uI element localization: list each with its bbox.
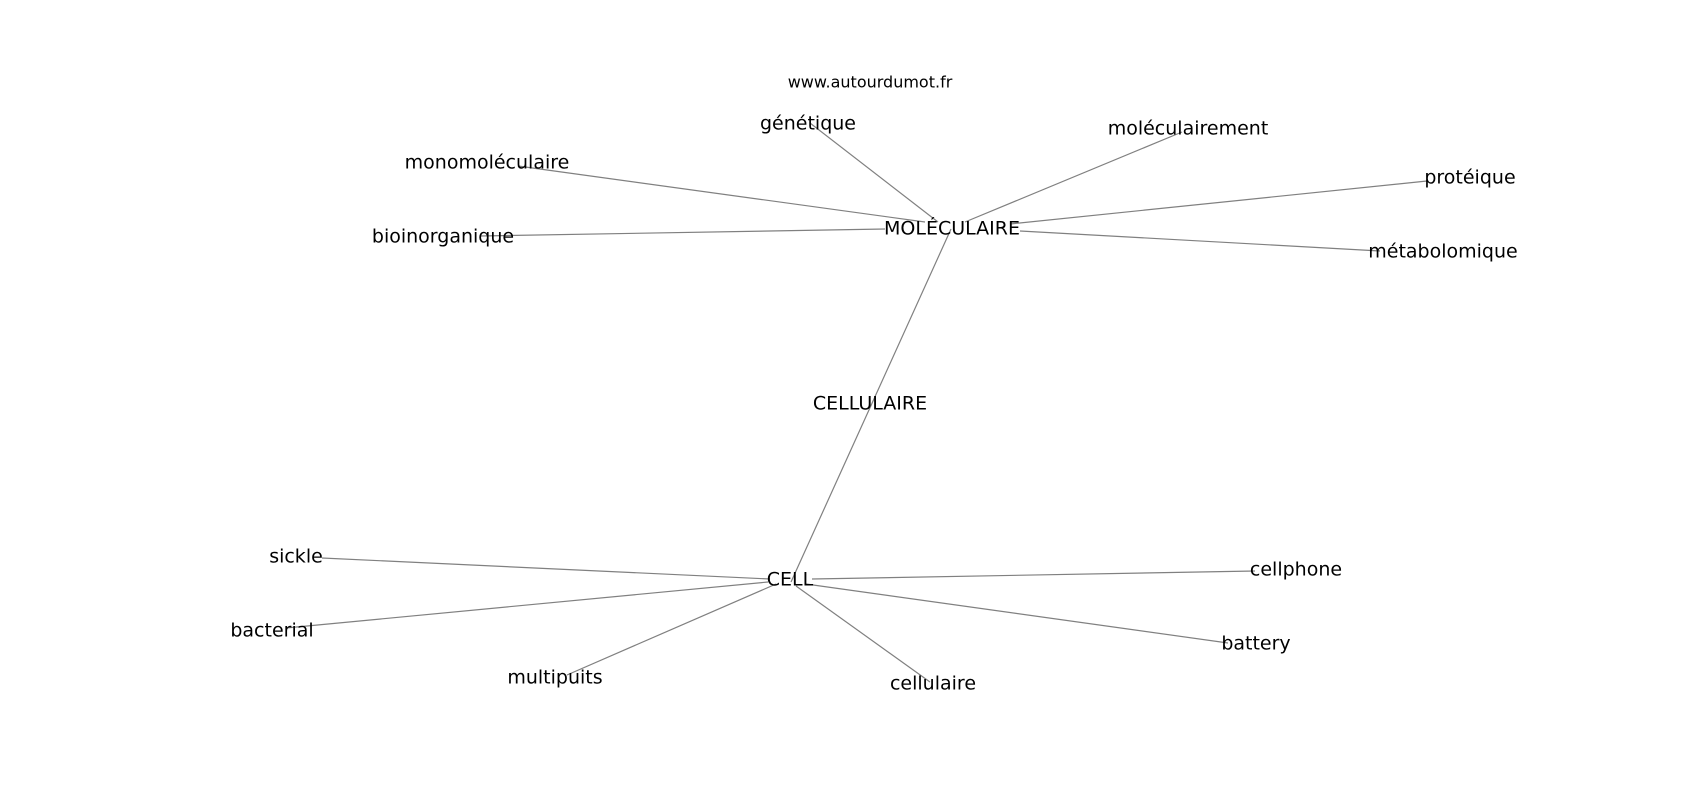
node-bacterial: bacterial — [230, 620, 313, 642]
edge-moleculaire-proteique — [1009, 180, 1428, 225]
edge-cell-cellulaire — [795, 585, 931, 683]
edge-moleculaire-metabolomique — [1019, 230, 1381, 252]
edge-cell-sickle — [321, 557, 771, 580]
node-multipuits: multipuits — [507, 667, 602, 689]
edge-moleculaire-bioinorganique — [479, 228, 886, 237]
node-cellulaire: cellulaire — [890, 673, 976, 695]
edge-cell-cellphone — [811, 570, 1256, 580]
node-moleculairement: moléculairement — [1108, 118, 1269, 140]
node-battery: battery — [1221, 633, 1290, 655]
watermark-text: www.autourdumot.fr — [788, 73, 953, 92]
edge-moleculaire-moleculairement — [964, 131, 1183, 223]
node-sickle: sickle — [269, 546, 323, 568]
node-moleculaire: MOLÉCULAIRE — [884, 217, 1020, 240]
edge-moleculaire-monomoleculaire — [517, 165, 926, 223]
edges — [285, 122, 1428, 683]
node-monomoleculaire: monomoléculaire — [405, 152, 570, 174]
node-proteique: protéique — [1424, 167, 1515, 189]
node-cell: CELL — [767, 569, 814, 591]
node-bioinorganique: bioinorganique — [372, 226, 514, 248]
labels: www.autourdumot.fr MOLÉCULAIRE CELLULAIR… — [230, 73, 1517, 695]
edge-moleculaire-genetique — [809, 122, 939, 223]
node-cellulaire-hub: CELLULAIRE — [813, 393, 927, 415]
edge-moleculaire-cell — [790, 228, 952, 583]
node-metabolomique: métabolomique — [1368, 241, 1517, 263]
edge-cell-battery — [805, 583, 1229, 644]
node-genetique: génétique — [760, 113, 856, 135]
edge-cell-multipuits — [566, 583, 777, 676]
edge-cell-bacterial — [285, 581, 769, 629]
node-cellphone: cellphone — [1250, 559, 1342, 581]
